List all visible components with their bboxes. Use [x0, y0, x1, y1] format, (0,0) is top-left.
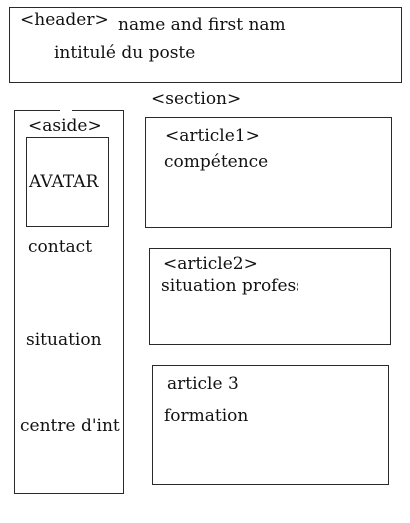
article3-box [152, 365, 389, 485]
article2-content-text: situation profess [161, 278, 298, 295]
article2-box [149, 248, 391, 345]
header-name-text: name and first nam [118, 15, 286, 35]
aside-border-gap [60, 108, 72, 113]
avatar-label: AVATAR [29, 172, 99, 192]
header-tag-label: <header> [20, 10, 109, 30]
aside-tag-label: <aside> [28, 116, 102, 136]
article1-box [145, 117, 392, 228]
section-tag-label: <section> [151, 89, 242, 109]
aside-item-contact: contact [28, 237, 93, 257]
aside-item-situation: situation [26, 330, 102, 350]
article2-tag-label: <article2> [163, 254, 258, 274]
article3-content-text: formation [164, 406, 249, 426]
header-job-title-text: intitulé du poste [54, 43, 196, 63]
aside-item-interests: centre d'int [20, 416, 120, 436]
avatar-box [26, 137, 109, 227]
header-box [9, 7, 402, 83]
article1-content-text: compétence [164, 152, 269, 172]
article1-tag-label: <article1> [165, 126, 260, 146]
article3-tag-label: article 3 [167, 374, 239, 394]
